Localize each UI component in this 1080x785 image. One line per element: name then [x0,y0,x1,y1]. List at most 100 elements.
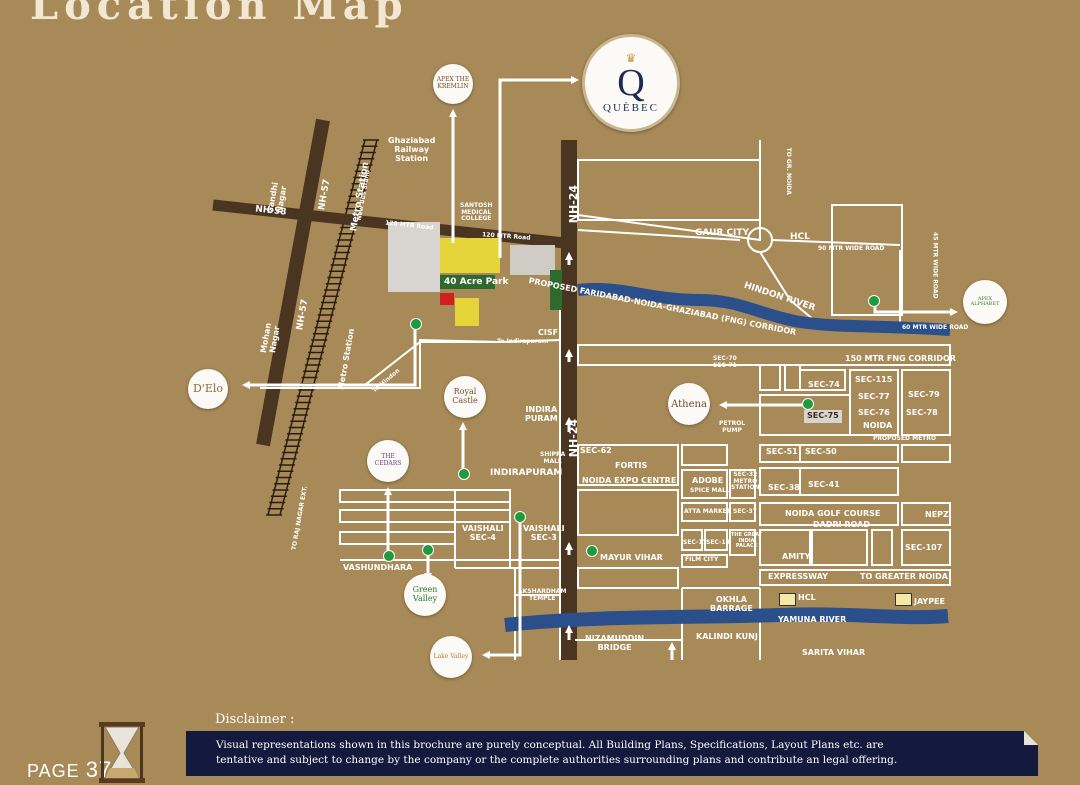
road-label: PROPOSED METRO [873,435,936,442]
place-label: FILM CITY [685,556,719,563]
connector-arrows [242,76,958,660]
location-map[interactable] [0,0,1080,700]
bayhawk-label: Lake Valley [433,652,469,660]
place-label: SEC-79 [908,390,940,399]
kremlin-label: APEX THE KREMLIN [436,76,470,90]
place-label: AMITY [782,552,811,561]
place-label: SEC-75 [804,410,842,423]
quebec-monogram: Q [617,62,645,104]
place-label: SEC-41 [808,480,840,489]
location-marker [868,295,880,307]
page-label: PAGE [27,761,80,781]
location-marker [422,544,434,556]
place-label: VASHUNDHARA [343,563,413,572]
place-label: SARITA VIHAR [802,648,866,657]
road-label: NH-24 [567,184,581,224]
location-marker [586,545,598,557]
place-label: AKSHARDHAM TEMPLE [518,588,567,602]
road-label: TO GREATER NOIDA [860,572,948,581]
place-label: SHIPRA MALL [540,451,566,465]
road-label: NH-24 [567,418,581,458]
disclaimer-text: Visual representations shown in this bro… [216,738,897,768]
place-label: SEC-18 [706,539,730,546]
disclaimer-line: Visual representations shown in this bro… [216,739,884,751]
place-label: SPICE MALL [690,487,730,494]
hindon-river [577,283,951,336]
location-marker [514,511,526,523]
road-label: TO GR. NOIDA [784,147,792,195]
dlo-logo[interactable]: D'Elo [188,369,228,409]
alphabet-label: APEX ALPHABET [970,295,1000,307]
location-marker [802,398,814,410]
place-label: NOIDA [863,421,893,430]
crown-icon: ♛ [625,51,637,65]
bayhawk-logo[interactable]: Lake Valley [430,636,472,678]
place-label: FORTIS [615,461,648,470]
quebec-label: QUÈBEC [603,102,659,114]
road-label: EXPRESSWAY [768,572,828,581]
disclaimer-box: Visual representations shown in this bro… [186,731,1038,776]
place-label: ATTA MARKET [684,508,731,515]
road-label: 45 MTR WIDE ROAD [931,232,939,299]
disclaimer-title: Disclaimer : [215,712,295,727]
page-title: Location Map [30,0,409,29]
place-label: SEC-76 [858,408,890,417]
place-label: VAISHALI SEC-4 [462,524,504,542]
place-label: SEC-77 [858,392,890,401]
royal-castle-logo[interactable]: Royal Castle [444,376,486,418]
road-label: 90 MTR WIDE ROAD [818,245,885,252]
hourglass-icon [99,722,145,783]
yamuna-river [504,607,949,632]
place-label: SEC-107 [905,543,943,552]
place-label: SEC-70 SEC-71 [713,355,737,369]
place-label: NEPZ [925,510,949,519]
place-label: CISF [538,328,559,337]
place-label: JAYPEE [914,597,945,606]
location-marker [383,550,395,562]
place-label: SEC-38 [768,483,800,492]
athena-logo[interactable]: Athena [668,383,710,425]
place-label: HCL [790,232,810,242]
place-label: SEC-17 [683,539,707,546]
ghaziabad-blocks [388,222,562,326]
road-label: 150 MTR FNG CORRIDOR [845,354,956,363]
cedars-logo[interactable]: THE CEDARS [367,440,409,482]
place-label: HCL [798,593,816,602]
place-label: 40 Acre Park [444,277,509,287]
place-label: OKHLA BARRAGE [710,595,753,613]
place-label: SEC-115 [855,375,893,384]
place-label: NOIDA EXPO CENTRE [582,476,677,485]
location-marker [410,318,422,330]
place-label: SEC-37 [733,508,757,515]
place-label: VAISHALI SEC-3 [523,524,565,542]
place-label: SEC-62 [580,446,612,455]
road-label: To Indirapuram [497,338,549,345]
place-label: SEC-51 [766,447,798,456]
place-label: DADRI ROAD [813,520,870,529]
street-grid [260,140,951,660]
place-label: INDIRA PURAM [525,405,558,423]
place-label: MAYUR VIHAR [600,553,663,562]
green-valley-logo[interactable]: Green Valley [404,574,446,616]
hcl-marker [779,593,796,606]
location-marker [458,468,470,480]
green-valley-label: Green Valley [412,585,438,603]
jaypee-marker [895,593,912,606]
royal-castle-label: Royal Castle [452,387,478,405]
alphabet-logo[interactable]: APEX ALPHABET [963,280,1007,324]
quebec-logo[interactable]: ♛ Q QUÈBEC [582,34,680,132]
place-label: GAUR CITY [695,228,750,238]
place-label: SEC-78 [906,408,938,417]
kremlin-logo[interactable]: APEX THE KREMLIN [433,64,473,104]
disclaimer-line: tentative and subject to change by the c… [216,754,898,766]
place-label: SEC-32 METRO STATION [731,471,760,492]
place-label: KALINDI KUNJ [696,632,758,641]
place-label: SANTOSH MEDICAL COLLEGE [460,202,493,223]
railway-track [266,139,379,516]
place-label: Ghaziabad Railway Station [388,136,436,163]
place-label: INDIRAPURAM [490,468,563,478]
place-label: PETROL PUMP [719,420,746,434]
place-label: THE GREAT INDIA PALACE [731,532,763,549]
athena-label: Athena [671,398,707,410]
place-label: ADOBE [692,476,724,485]
